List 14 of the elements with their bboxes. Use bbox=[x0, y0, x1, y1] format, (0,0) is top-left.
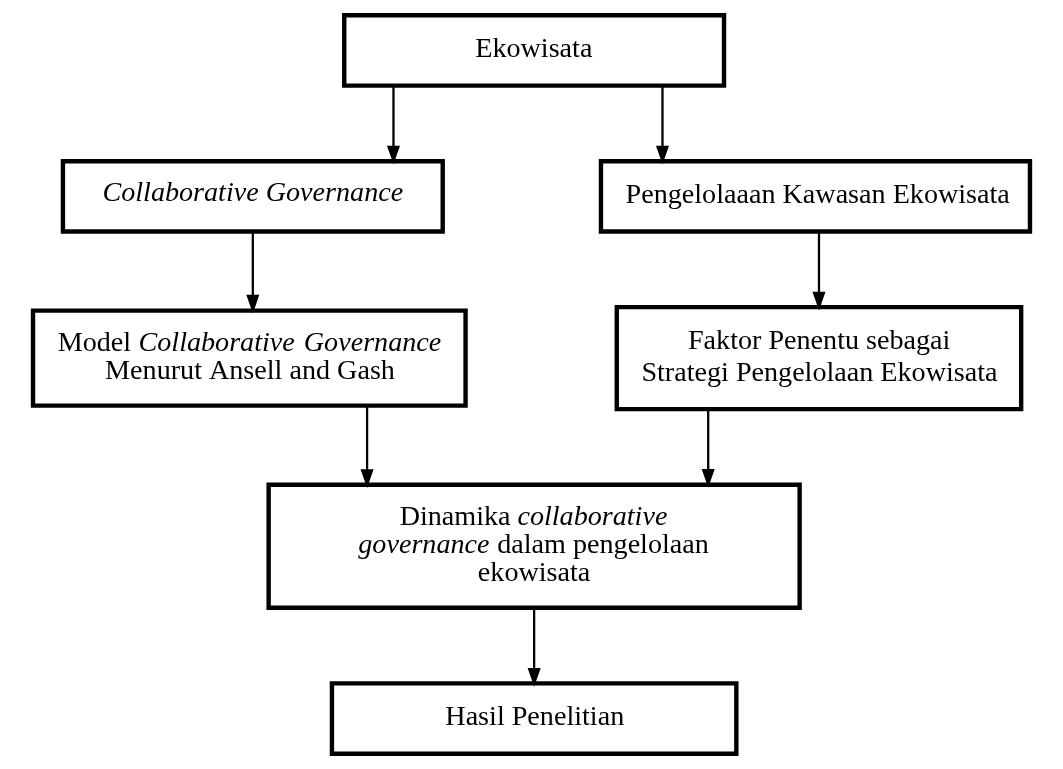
arrow bbox=[360, 405, 374, 489]
arrow bbox=[386, 85, 400, 165]
arrow bbox=[812, 232, 826, 311]
node-box: Ekowisata bbox=[342, 13, 727, 88]
arrow bbox=[655, 85, 670, 165]
node-box: Faktor Penentu sebagai Strategi Pengelolaan Ekowisata bbox=[614, 304, 1024, 412]
node-box: Model Collaborative Governance Menurut Ansell and Gash bbox=[30, 308, 468, 408]
node-box: Collaborative Governance bbox=[60, 159, 445, 234]
arrow bbox=[701, 409, 715, 488]
node-box: Dinamika collaborative governance dalam pengelolaan ekowisata bbox=[266, 482, 802, 610]
arrow bbox=[246, 232, 260, 314]
node-box: Hasil Penelitian bbox=[329, 681, 739, 756]
node-box: Pengelolaaan Kawasan Ekowisata bbox=[598, 159, 1033, 234]
arrow bbox=[527, 607, 541, 687]
